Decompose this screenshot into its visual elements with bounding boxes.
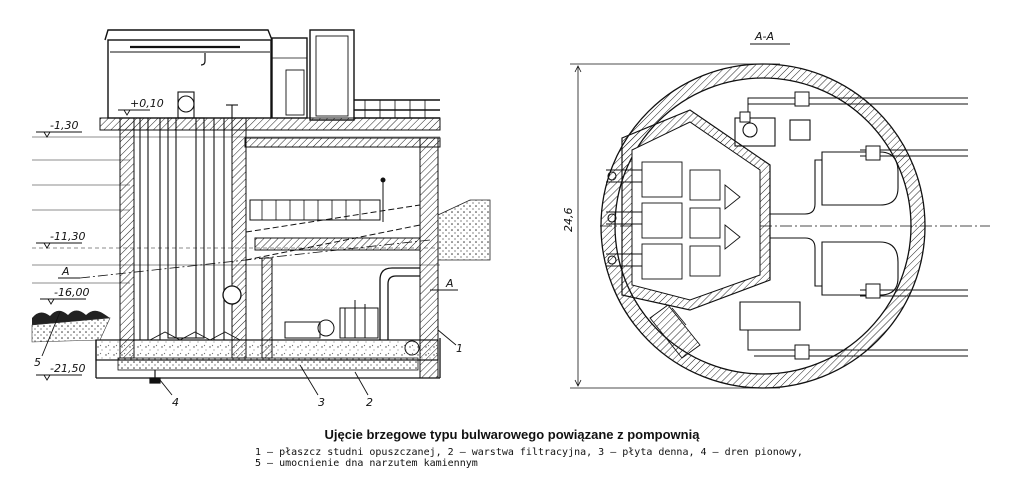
figure-caption: Ujęcie brzegowe typu bulwarowego powiąza…: [324, 427, 700, 442]
pump-units: [734, 117, 899, 331]
section-mark: A: [445, 277, 454, 290]
shaft-pipes: [139, 91, 238, 340]
section-title: A-A: [754, 30, 774, 43]
plan-view: A-A 24,6: [562, 30, 990, 389]
elevation-label: -11,30: [50, 230, 85, 243]
legend-line: 5 — umocnienie dna narzutem kamiennym: [255, 458, 478, 469]
deck-slab: [99, 117, 441, 131]
section-line-a: [58, 239, 458, 291]
stair: [649, 304, 701, 359]
legend-line: 1 — płaszcz studni opuszczanej, 2 — wars…: [255, 447, 803, 458]
elevation-label: -21,50: [50, 362, 85, 375]
section-mark: A: [61, 265, 70, 278]
section-view: -1,30 +0,10 -11,30 -16,00 -21,50 A A 1 2…: [31, 29, 491, 409]
elevation-marks: [36, 109, 150, 381]
embankment: [437, 199, 491, 261]
callout-1: 1: [456, 342, 463, 355]
callout-3: 3: [318, 396, 325, 409]
callout-4: 4: [172, 396, 179, 409]
elevation-label: -16,00: [54, 286, 89, 299]
elevation-label: -1,30: [50, 119, 78, 132]
callout-5: 5: [34, 356, 41, 369]
callout-leaders: [41, 311, 457, 396]
superstructure: [104, 29, 440, 121]
dimension-label: 24,6: [562, 208, 575, 233]
base-slab: [95, 331, 441, 379]
stone-revetment: [31, 310, 111, 343]
technical-drawing: -1,30 +0,10 -11,30 -16,00 -21,50 A A 1 2…: [31, 29, 990, 409]
discharge-pipes: [739, 91, 968, 360]
pump-hall: [222, 177, 421, 356]
vertical-drain: [149, 370, 161, 384]
intake-cells: [641, 161, 741, 280]
upper-slab: [244, 137, 441, 148]
dimension-line: [570, 63, 780, 389]
intake-pipes: [606, 169, 642, 267]
elevation-label: +0,10: [130, 97, 164, 110]
callout-2: 2: [366, 396, 373, 409]
